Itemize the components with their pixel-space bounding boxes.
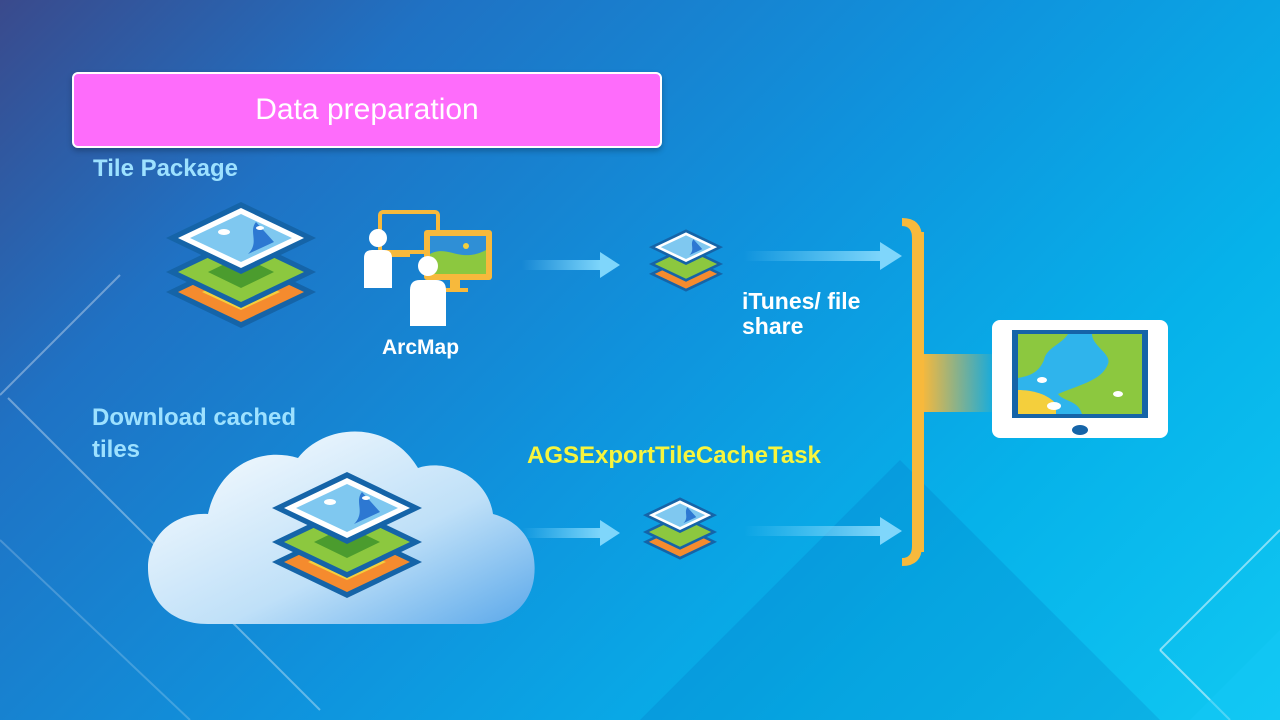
tile-package-icon	[166, 202, 316, 328]
title-bar: Data preparation	[72, 72, 662, 148]
arrow-icon	[522, 252, 620, 278]
itunes-file-share-label: iTunes/ file share	[742, 288, 861, 339]
tablet-map-icon	[992, 320, 1168, 438]
tile-stack-icon	[648, 229, 724, 292]
ags-export-task-label: AGSExportTileCacheTask	[527, 442, 821, 469]
download-cached-tiles-label: Download cached tiles	[92, 404, 297, 463]
arrow-icon	[744, 517, 902, 545]
arrow-icon	[744, 242, 902, 270]
tile-package-label: Tile Package	[93, 155, 238, 182]
arrow-icon	[522, 520, 620, 546]
arcmap-label: ArcMap	[382, 336, 460, 359]
bracket-icon	[902, 218, 998, 566]
tile-package-icon	[272, 472, 422, 598]
page-title: Data preparation	[255, 93, 479, 126]
tile-stack-icon	[642, 497, 718, 560]
arcmap-users-icon	[364, 210, 492, 326]
